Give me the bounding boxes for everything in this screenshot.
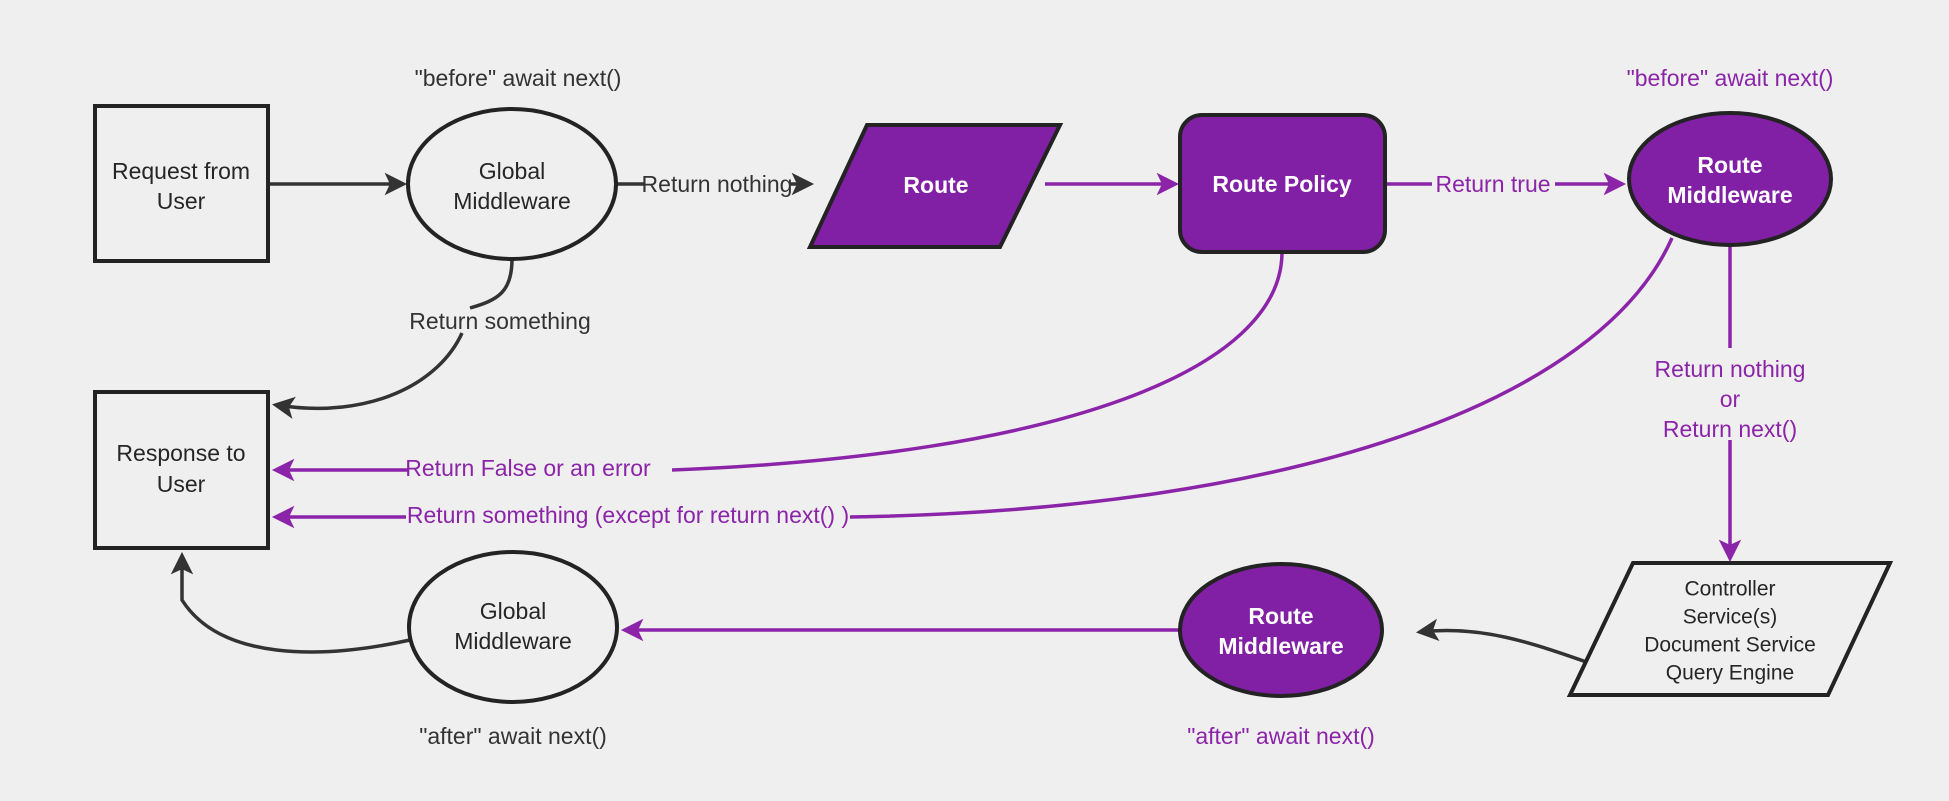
edge-label-return-nothing: Return nothing bbox=[642, 171, 793, 197]
node-route-policy[interactable]: Route Policy bbox=[1178, 113, 1387, 254]
global-middleware-top-shape bbox=[406, 107, 618, 261]
edge-controller-to-route-middleware-bottom bbox=[1415, 618, 1596, 667]
global-middleware-bottom-label-line1: Global bbox=[480, 598, 546, 624]
node-global-middleware-bottom[interactable]: Global Middleware bbox=[407, 550, 619, 704]
global-middleware-bottom-label-line2: Middleware bbox=[454, 628, 572, 654]
edge-label-return-true: Return true bbox=[1435, 171, 1550, 197]
edge-label-return-nothing-or-next-line1: Return nothing bbox=[1655, 356, 1806, 382]
response-to-user-label-line1: Response to bbox=[116, 440, 245, 466]
annotation-before-await-next-route: "before" await next() bbox=[1627, 65, 1834, 91]
node-response-to-user[interactable]: Response to User bbox=[93, 390, 270, 550]
route-middleware-bottom-label-line1: Route bbox=[1248, 603, 1313, 629]
controller-label-line4: Query Engine bbox=[1666, 662, 1794, 685]
edge-label-return-something-except-next: Return something (except for return next… bbox=[407, 502, 849, 528]
request-from-user-label-line1: Request from bbox=[112, 158, 250, 184]
global-middleware-top-label-line2: Middleware bbox=[453, 188, 571, 214]
response-to-user-label-line2: User bbox=[157, 471, 206, 497]
controller-label-line2: Service(s) bbox=[1683, 606, 1778, 629]
edge-label-return-something: Return something bbox=[409, 308, 591, 334]
annotation-after-await-next-global: "after" await next() bbox=[419, 723, 607, 749]
request-from-user-label-line2: User bbox=[157, 188, 206, 214]
node-controller[interactable]: Controller Service(s) Document Service Q… bbox=[1566, 561, 1894, 697]
edge-label-return-nothing-or-next-line2: or bbox=[1720, 386, 1741, 412]
edge-global-middleware-bottom-to-response bbox=[170, 551, 411, 654]
route-middleware-top-shape bbox=[1627, 111, 1833, 247]
controller-shape bbox=[1566, 561, 1894, 697]
edge-route-middleware-to-label-return-something-except bbox=[849, 237, 1674, 519]
edge-label-return-false-or-error: Return False or an error bbox=[405, 455, 651, 481]
annotation-after-await-next-route: "after" await next() bbox=[1187, 723, 1375, 749]
global-middleware-bottom-shape bbox=[407, 550, 619, 704]
controller-label-line3: Document Service bbox=[1644, 634, 1816, 657]
global-middleware-top-label-line1: Global bbox=[479, 158, 545, 184]
edge-route-policy-to-label-return-false bbox=[671, 251, 1284, 472]
node-global-middleware-top[interactable]: Global Middleware bbox=[406, 107, 618, 261]
node-route-middleware-bottom[interactable]: Route Middleware bbox=[1178, 562, 1384, 698]
annotation-before-await-next-global: "before" await next() bbox=[415, 65, 622, 91]
route-middleware-top-label-line1: Route bbox=[1697, 152, 1762, 178]
edge-label-return-nothing-or-next-line3: Return next() bbox=[1663, 416, 1797, 442]
node-route-middleware-top[interactable]: Route Middleware bbox=[1627, 111, 1833, 247]
route-middleware-bottom-label-line2: Middleware bbox=[1218, 633, 1343, 659]
edge-label-return-something-to-response bbox=[271, 332, 464, 419]
route-policy-label: Route Policy bbox=[1212, 171, 1352, 197]
node-request-from-user[interactable]: Request from User bbox=[93, 104, 270, 263]
route-shape bbox=[806, 123, 1064, 249]
route-policy-shape bbox=[1178, 113, 1387, 254]
route-middleware-bottom-shape bbox=[1178, 562, 1384, 698]
edge-global-middleware-to-label-return-something bbox=[469, 258, 514, 310]
node-route[interactable]: Route bbox=[806, 123, 1064, 249]
request-from-user-shape bbox=[93, 104, 270, 263]
route-label: Route bbox=[903, 172, 968, 198]
controller-label-line1: Controller bbox=[1684, 578, 1775, 601]
route-middleware-top-label-line2: Middleware bbox=[1667, 182, 1792, 208]
response-to-user-shape bbox=[93, 390, 270, 550]
